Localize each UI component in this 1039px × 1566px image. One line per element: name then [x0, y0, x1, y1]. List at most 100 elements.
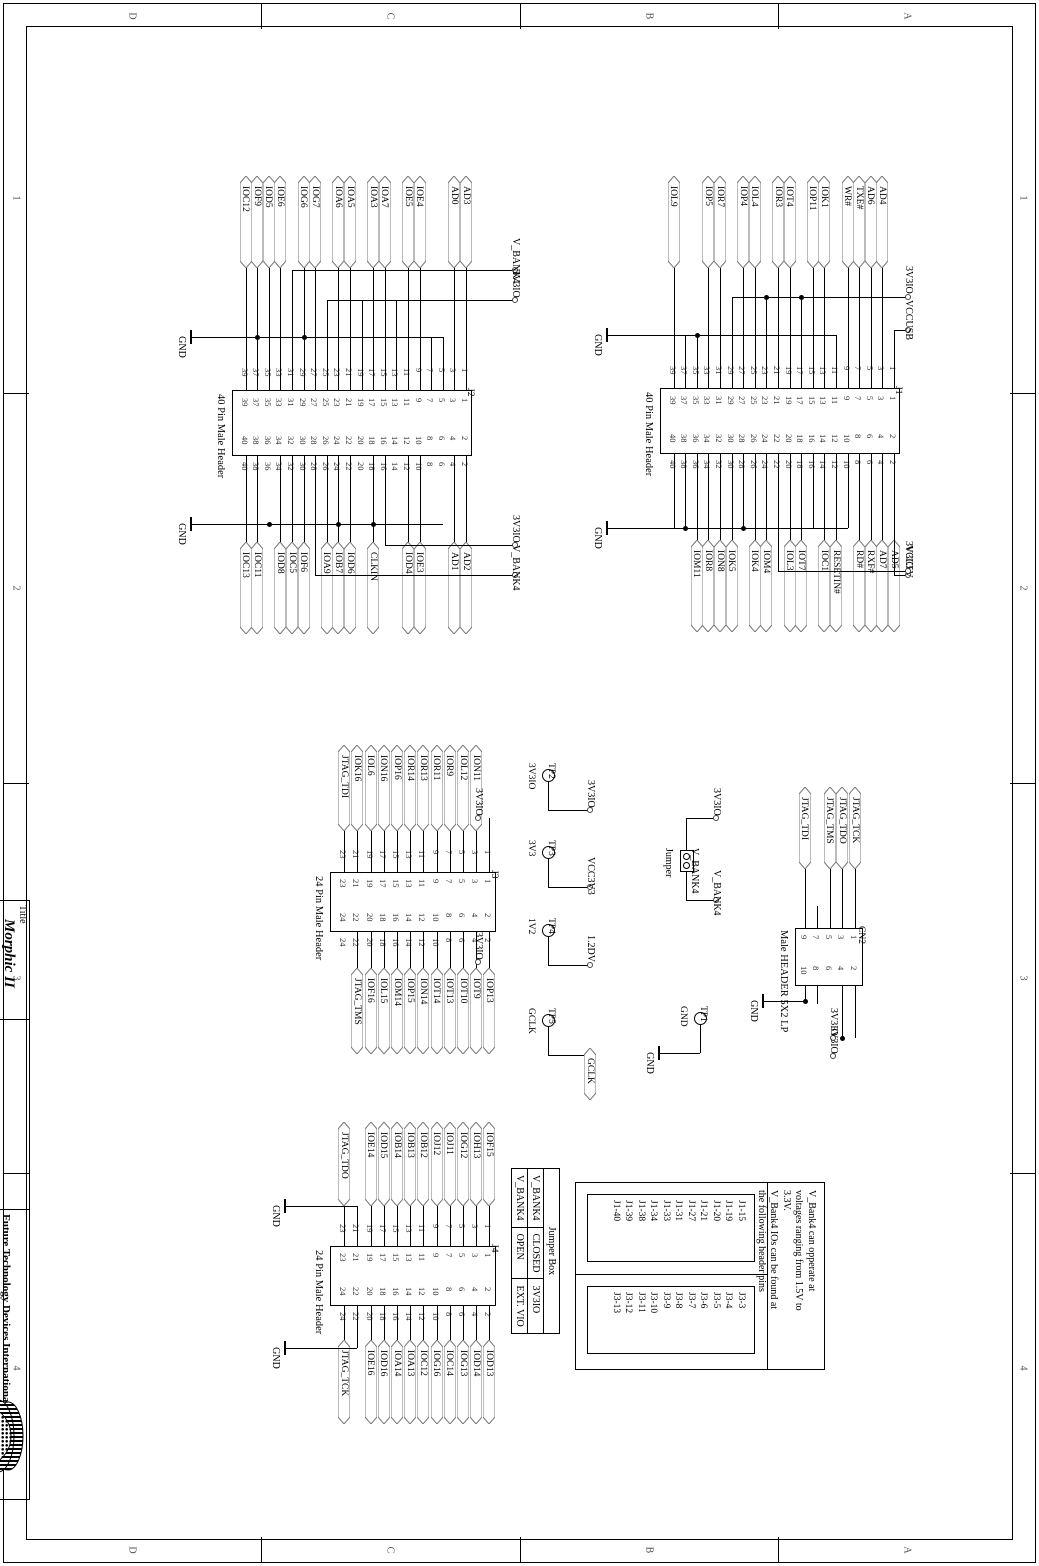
- j4-wire-even: [410, 1306, 412, 1340]
- pin-number-outer: 32: [714, 460, 724, 469]
- j2-wire-even: [419, 456, 421, 542]
- j1-wire-even: [801, 454, 803, 540]
- j4-wire-odd: [476, 1206, 478, 1246]
- j2-junction-gnd-even: [336, 522, 342, 527]
- j1-flag-even-IOK4: [748, 540, 761, 632]
- j2-port-vbank4: [512, 267, 518, 273]
- signal-flag-label: IOC13: [240, 552, 251, 578]
- signal-flag-label: IOG16: [431, 1350, 442, 1377]
- pin-number-outer: 21: [344, 368, 354, 377]
- j3-wire-odd: [436, 831, 438, 872]
- pin-number: 10: [413, 436, 424, 445]
- j3-flag-odd-IOR14: [404, 745, 417, 831]
- testpoint-ref-TP3: TP3: [546, 840, 556, 856]
- j1-flag-odd-IOT4: [783, 176, 796, 268]
- testpoint-TP3: [541, 845, 555, 859]
- border-divider-top: [777, 3, 779, 29]
- pin-number-outer: 24: [760, 460, 771, 469]
- testpoint-label-TP4: 1V2: [526, 918, 536, 935]
- pin-number: 31: [714, 396, 724, 405]
- j1-port-3v3io-2: [905, 568, 911, 574]
- pin-number: 26: [748, 434, 759, 443]
- signal-flag-label: JTAG_TCK: [338, 1350, 349, 1397]
- note-pin: J1-20: [711, 1200, 721, 1222]
- pin-number: 22: [351, 913, 362, 922]
- pin-number-outer: 22: [351, 1312, 362, 1321]
- j3-wire-even: [397, 932, 398, 968]
- pin-number-outer: 29: [297, 368, 308, 377]
- j4-flag-even-IOD14: [470, 1340, 483, 1424]
- pin-number-outer: 4: [876, 460, 887, 465]
- pin-number-outer: 14: [818, 460, 829, 469]
- pin-number-outer: 3: [876, 366, 887, 371]
- pin-number: 18: [795, 434, 806, 443]
- gnd-bar: [190, 330, 192, 344]
- signal-flag-label: IOB7: [332, 552, 343, 574]
- pin-number: 3: [876, 396, 887, 401]
- j2-wire-odd: [408, 268, 409, 390]
- signal-flag-label: IOR13: [417, 755, 428, 781]
- pin-number: 11: [417, 1253, 428, 1262]
- pin-number: 38: [679, 434, 690, 443]
- j1-wire-even: [836, 454, 837, 540]
- pin-number: 16: [806, 434, 817, 443]
- pin-number-outer: 15: [806, 366, 817, 375]
- j3-wire-even: [410, 932, 412, 968]
- j1-wire-odd: [789, 268, 791, 388]
- jumper-box-state: CLOSED: [527, 1227, 544, 1279]
- pin-number-outer: 2: [460, 462, 470, 467]
- note-pin: J3-4: [723, 1292, 734, 1309]
- j3-flag-even-IOT14: [430, 968, 443, 1054]
- j1-junction-gnd-even: [683, 526, 689, 531]
- pin-number-outer: 36: [262, 462, 273, 471]
- signal-flag-label: IOT10: [457, 978, 468, 1004]
- tp-wire: [548, 782, 549, 810]
- pin-number: 19: [355, 398, 366, 407]
- pin-number-outer: 21: [351, 1224, 362, 1233]
- j1-wire-even: [766, 454, 768, 540]
- pin-number: 13: [390, 398, 401, 407]
- pin-number: 27: [737, 396, 748, 405]
- pin-number: 21: [772, 396, 782, 405]
- signal-flag-label: IOT4: [784, 186, 795, 207]
- pin-number: 40: [667, 434, 678, 443]
- signal-flag-label: IOA5: [344, 186, 355, 208]
- j4-wire-gnd-odd: [357, 1206, 359, 1246]
- signal-flag-label: AD3: [460, 186, 471, 205]
- pin-number: 28: [737, 434, 748, 443]
- pin-number: 31: [286, 398, 296, 407]
- j1-flag-odd-TXE#: [853, 176, 866, 268]
- j1-flag-even-IOC1: [818, 540, 831, 632]
- pin-number: 13: [404, 879, 415, 888]
- note-pin: J1-39: [623, 1200, 634, 1222]
- gnd-bar: [658, 1046, 660, 1060]
- signal-flag-label: IOF6: [298, 552, 309, 573]
- pin-number: 16: [391, 913, 401, 922]
- border-number-left: 1: [10, 195, 22, 201]
- J3-description: 24 Pin Male Header: [313, 876, 324, 961]
- pin-number-outer: 14: [404, 938, 415, 947]
- j1-net-3v3io-2: 3V3IO: [903, 541, 914, 569]
- j3-wire-odd: [397, 831, 398, 872]
- j3-wire-even: [370, 932, 372, 968]
- j3-flag-odd-JTAG_TDI: [338, 745, 351, 831]
- signal-flag-label: IOH13: [470, 1132, 481, 1159]
- j4-gnd-odd-label: GND: [270, 1205, 281, 1227]
- j3-flag-even-IOT13: [443, 968, 456, 1054]
- j2-flag-even-IOE3: [413, 542, 426, 634]
- signal-flag-label: IOG7: [309, 186, 320, 208]
- pin-number-outer: 4: [448, 462, 459, 467]
- signal-flag-label: IOC12: [240, 186, 251, 212]
- jumper-wire-bottom: [686, 872, 687, 900]
- j2-flag-even-IOA9: [320, 542, 333, 634]
- note-pin: J3-13: [611, 1292, 621, 1314]
- pin-number: 6: [823, 966, 834, 971]
- j1-junction-3v3io: [764, 295, 770, 300]
- signal-flag-label: IOK4: [749, 550, 760, 572]
- cn2-wire: [842, 869, 844, 928]
- border-divider-top: [519, 3, 521, 29]
- pin-number: 2: [483, 913, 494, 918]
- pin-number-outer: 33: [274, 368, 285, 377]
- j2-flag-even-IOF6: [297, 542, 310, 634]
- j2-bus-gnd: [190, 337, 443, 338]
